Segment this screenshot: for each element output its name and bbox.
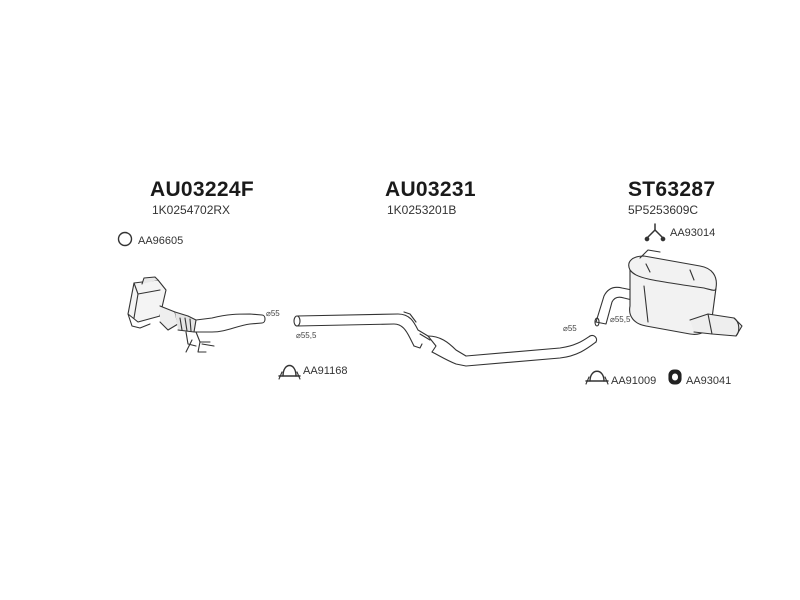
clamp-right-icon [585,370,609,385]
accessory-label-clamp-right: AA91009 [611,375,657,387]
part-ref-2: 1K0253201B [387,203,457,217]
accessory-label-clamp-left: AA91168 [303,365,348,377]
diameter-label-1: ⌀55 [266,309,280,318]
rear-silencer [594,249,743,337]
hanger-icon [644,223,666,242]
accessory-label-hanger: AA93014 [670,227,716,239]
clamp-icon [278,364,301,380]
part-ref-1: 1K0254702RX [152,203,231,217]
part-code-2: AU03231 [385,178,476,201]
rubber-mount-icon [668,369,682,385]
diameter-label-2: ⌀55,5 [296,331,317,340]
diameter-label-4: ⌀55,5 [610,315,631,324]
accessory-label-ring: AA96605 [138,235,184,247]
accessory-label-rubber: AA93041 [686,375,732,387]
catalytic-converter [127,276,266,353]
part-code-3: ST63287 [628,178,716,201]
ring-icon [117,231,133,247]
diameter-label-3: ⌀55 [563,324,577,333]
part-ref-3: 5P5253609C [628,203,699,217]
part-code-1: AU03224F [150,178,254,201]
middle-pipe [293,311,598,367]
